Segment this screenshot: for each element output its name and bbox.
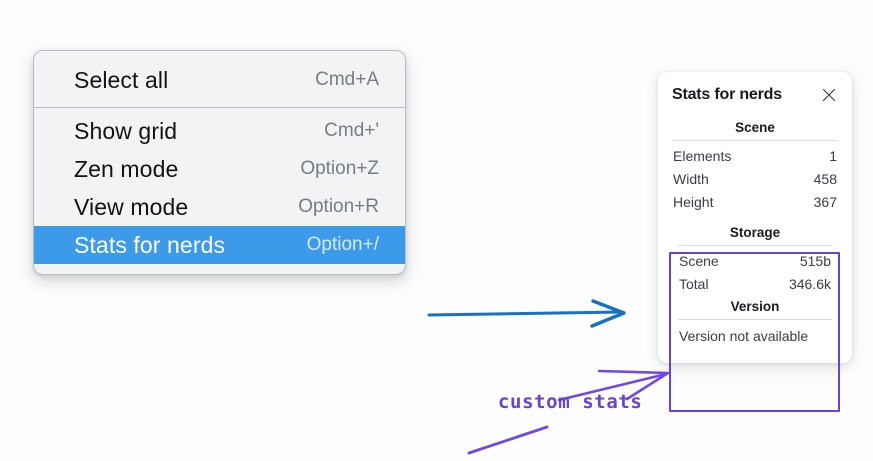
menu-item-zen-mode[interactable]: Zen mode Option+Z xyxy=(34,150,405,188)
section-rule xyxy=(672,140,838,141)
stats-row-value: 346.6k xyxy=(788,275,831,292)
menu-item-label: Show grid xyxy=(74,117,178,144)
stats-row-value: 458 xyxy=(813,170,837,187)
stats-section-heading: Version xyxy=(730,299,780,315)
stats-row-version-value: Version not available xyxy=(679,328,809,345)
menu-item-label: Stats for nerds xyxy=(74,231,226,258)
menu-item-view-mode[interactable]: View mode Option+R xyxy=(34,188,405,226)
stats-row-key: Total xyxy=(679,275,709,292)
menu-item-stats-for-nerds[interactable]: Stats for nerds Option+/ xyxy=(34,226,405,264)
menu-item-show-grid[interactable]: Show grid Cmd+' xyxy=(34,112,405,150)
stats-panel-header: Stats for nerds xyxy=(672,86,838,104)
menu-item-shortcut: Option+/ xyxy=(306,234,379,255)
close-icon[interactable] xyxy=(820,86,838,104)
stats-row-value: 1 xyxy=(829,147,837,164)
stats-panel-title: Stats for nerds xyxy=(672,86,782,103)
menu-item-shortcut: Option+Z xyxy=(300,158,379,179)
context-menu[interactable]: Select all Cmd+A Show grid Cmd+' Zen mod… xyxy=(33,50,406,275)
stats-section-scene: Scene Elements 1 Width 458 Height 367 xyxy=(672,116,838,219)
section-rule xyxy=(678,319,832,321)
stats-row-elements: Elements 1 xyxy=(672,144,838,167)
stats-row-value: 367 xyxy=(813,193,837,210)
stats-section-heading: Scene xyxy=(735,120,775,135)
menu-item-select-all[interactable]: Select all Cmd+A xyxy=(34,61,405,99)
stats-row-height: Height 367 xyxy=(672,190,838,213)
stats-row-storage-scene: Scene 515b xyxy=(678,249,832,272)
stats-row-width: Width 458 xyxy=(672,167,838,190)
context-menu-section-1: Select all Cmd+A xyxy=(34,57,405,103)
stats-row-value: 515b xyxy=(799,252,831,269)
menu-item-shortcut: Cmd+A xyxy=(315,69,379,90)
stats-row-key: Scene xyxy=(679,252,719,269)
section-rule xyxy=(678,245,832,247)
blue-arrow xyxy=(427,299,626,328)
stats-panel[interactable]: Stats for nerds Scene Elements 1 Width 4… xyxy=(658,72,852,364)
stats-section-storage: Storage Scene 515b Total 346.6k Version … xyxy=(672,219,838,351)
annotation-label: custom stats xyxy=(498,391,643,413)
purple-underline-stroke xyxy=(467,425,549,455)
stats-row-key: Width xyxy=(673,170,709,187)
stats-section-version: Version Version not available xyxy=(678,295,832,346)
menu-item-label: Select all xyxy=(74,66,169,93)
menu-item-label: View mode xyxy=(74,193,189,220)
menu-item-label: Zen mode xyxy=(74,155,179,182)
menu-item-shortcut: Cmd+' xyxy=(324,120,379,141)
context-menu-section-2: Show grid Cmd+' Zen mode Option+Z View m… xyxy=(34,108,405,268)
stats-row-key: Elements xyxy=(673,147,732,164)
stats-row-key: Height xyxy=(673,193,714,210)
menu-divider xyxy=(34,107,405,108)
stats-section-heading: Storage xyxy=(729,225,781,241)
menu-item-shortcut: Option+R xyxy=(298,196,379,217)
stats-row-storage-total: Total 346.6k xyxy=(678,272,832,295)
